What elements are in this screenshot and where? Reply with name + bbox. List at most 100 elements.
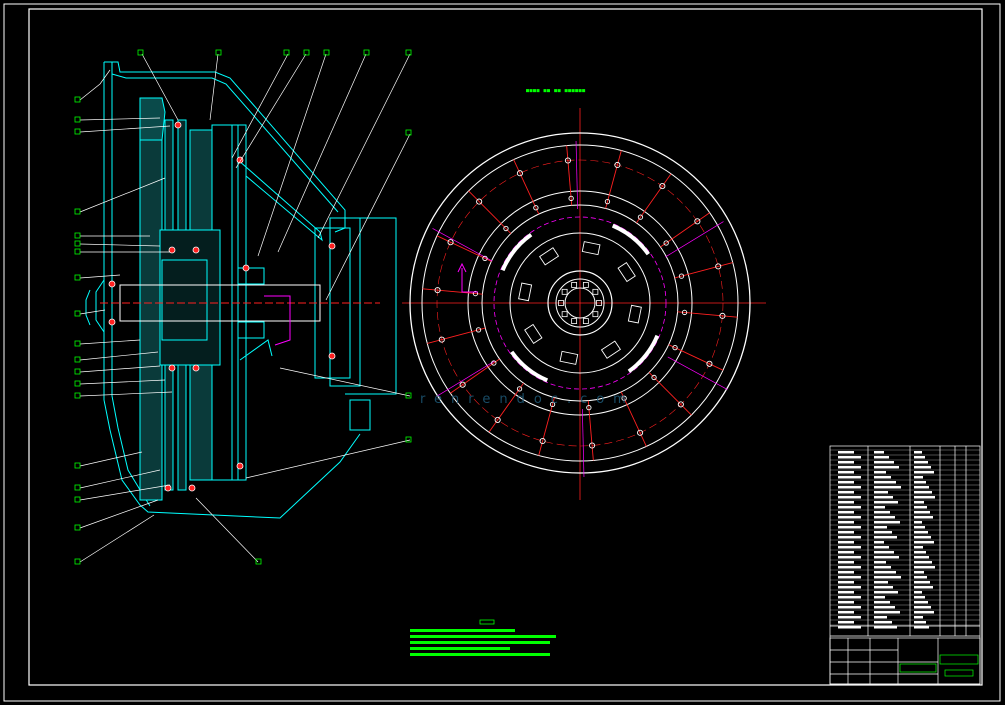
disc-radial-line <box>668 344 724 371</box>
disc-offset-line <box>665 221 724 258</box>
disc-radial-line <box>422 288 483 295</box>
damper-spring-window <box>581 241 601 256</box>
parts-list-entry <box>838 461 854 464</box>
disc-offset-line <box>432 228 493 262</box>
disc-radial-line <box>488 382 524 433</box>
parts-list-entry <box>838 466 861 469</box>
parts-list-entry <box>914 506 927 509</box>
parts-list-entry <box>838 596 861 599</box>
inner-rivet-hole <box>678 273 685 279</box>
hub-spline-tooth <box>582 282 589 288</box>
parts-list-entry <box>874 606 895 609</box>
clutch-cross-section-view <box>85 61 397 519</box>
disc-radial-line <box>648 372 692 416</box>
inner-rivet-hole <box>672 344 678 351</box>
parts-list-entry <box>838 616 861 619</box>
damper-spring-window <box>518 282 533 302</box>
damper-spring-window <box>600 340 621 359</box>
parts-list-entry <box>874 476 891 479</box>
inner-rivet-hole <box>663 240 669 246</box>
parts-list-entry <box>914 616 923 619</box>
outer-rivet-hole <box>589 442 596 449</box>
parts-list-entry <box>838 581 854 584</box>
parts-list-entry <box>874 596 885 599</box>
technical-notes <box>410 619 556 656</box>
parts-list-entry <box>838 621 854 624</box>
parts-list-entry <box>874 511 890 514</box>
parts-list-entry <box>914 451 922 454</box>
input-shaft <box>100 267 380 346</box>
parts-list-entry <box>914 501 924 504</box>
parts-list-entry <box>874 481 896 484</box>
parts-list-entry <box>874 561 886 564</box>
parts-list-entry <box>874 566 891 569</box>
outer-rivet-hole <box>476 198 483 205</box>
parts-list-rows <box>830 449 980 629</box>
disc-radial-line <box>677 311 738 318</box>
disc-radial-line <box>513 159 540 215</box>
hub-spline-tooth <box>561 288 568 295</box>
inner-rivet-hole <box>568 195 574 202</box>
hub-spline-tooth <box>596 300 602 306</box>
sheet-outer-border <box>3 3 1001 702</box>
parts-list-entry <box>914 516 933 519</box>
parts-list-entry <box>838 451 854 454</box>
outer-rivet-hole <box>637 429 644 436</box>
parts-list-entry <box>874 626 897 629</box>
outer-rivet-hole <box>438 336 445 343</box>
parts-list-entry <box>838 511 854 514</box>
parts-list-entry <box>914 586 933 589</box>
leader-lines <box>79 53 411 563</box>
outer-rivet-hole <box>447 239 454 246</box>
disc-offset-line <box>575 141 578 210</box>
parts-list-entry <box>874 471 886 474</box>
disc-offset-line <box>436 360 495 397</box>
inner-rivet-hole <box>681 309 688 316</box>
disc-slot <box>500 233 533 272</box>
parts-list-entry <box>914 456 925 459</box>
inner-rivet-hole <box>586 404 592 411</box>
parts-list-entry <box>874 486 901 489</box>
parts-list-entry <box>874 501 898 504</box>
disc-radial-line <box>605 150 622 209</box>
parts-list-entry <box>914 596 925 599</box>
parts-list-entry <box>914 566 935 569</box>
parts-list-entry <box>914 551 926 554</box>
parts-list-entry <box>874 536 897 539</box>
parts-list-entry <box>914 571 924 574</box>
parts-list-entry <box>874 451 884 454</box>
parts-list-entry <box>914 541 934 544</box>
parts-list-entry <box>914 461 928 464</box>
parts-list-entry <box>838 586 861 589</box>
disc-radial-line <box>674 262 733 279</box>
disc-radial-line <box>566 145 573 206</box>
parts-list-entry <box>874 551 894 554</box>
inner-rivet-hole <box>491 360 497 366</box>
parts-list-entry <box>874 541 884 544</box>
parts-list-entry <box>914 621 926 624</box>
parts-list-entry <box>838 546 861 549</box>
parts-list-entry <box>874 616 887 619</box>
parts-list-entry <box>838 531 854 534</box>
inner-rivet-hole <box>549 401 556 407</box>
parts-list-entry <box>874 491 888 494</box>
parts-list-entry <box>914 481 926 484</box>
hub-spline-tooth <box>582 318 589 324</box>
disc-radial-line <box>636 173 672 224</box>
inner-rivet-hole <box>472 290 479 297</box>
parts-list-entry <box>838 606 861 609</box>
disc-radial-line <box>468 190 512 234</box>
damper-spring-window <box>617 262 636 283</box>
parts-list-entry <box>838 456 861 459</box>
parts-list-entry <box>874 576 901 579</box>
parts-list-entry <box>914 536 931 539</box>
parts-list-entry <box>838 576 861 579</box>
parts-list-entry <box>874 521 900 524</box>
outer-rivet-hole <box>434 287 441 294</box>
sheet-inner-border <box>28 8 983 686</box>
outer-rivet-hole <box>719 312 726 319</box>
parts-list-entry <box>914 486 929 489</box>
inner-rivet-hole <box>482 255 488 262</box>
outer-rivet-hole <box>659 183 666 190</box>
parts-list-entry <box>838 611 854 614</box>
